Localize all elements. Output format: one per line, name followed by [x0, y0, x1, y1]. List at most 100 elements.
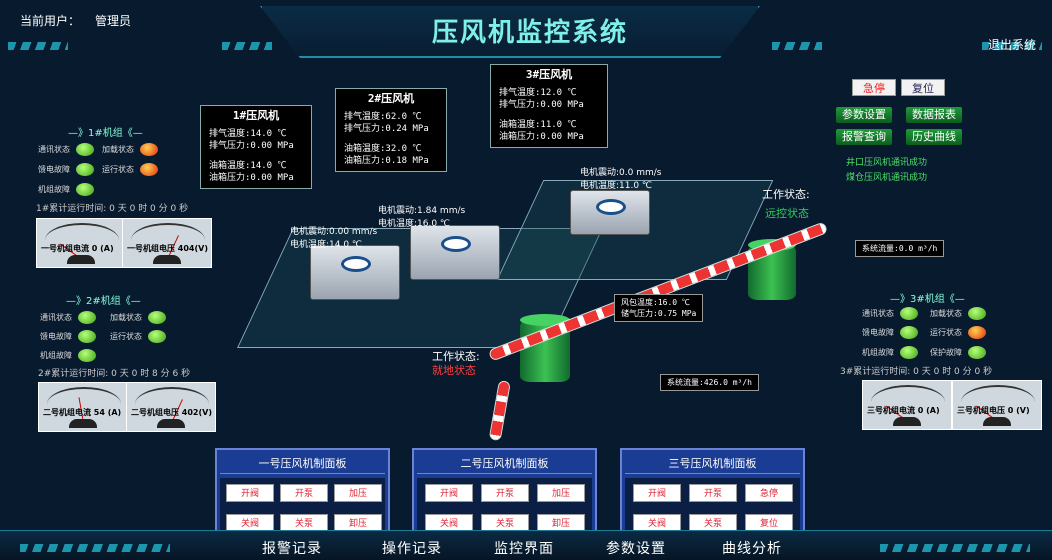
led-comm: 通讯状态: [862, 307, 918, 320]
led-feed-fault: 馈电故障: [862, 326, 918, 339]
header-stripe-right2: [982, 42, 1042, 50]
voltage-meter-1: 一号机组电压 404(V): [122, 218, 212, 268]
led-label: 加载状态: [110, 313, 142, 322]
reset-button[interactable]: 复位: [901, 79, 945, 96]
status-led: [76, 163, 94, 176]
info-line: 排气压力:0.24 MPa: [344, 124, 429, 134]
led-label: 机组故障: [38, 185, 70, 194]
led-run: 运行状态: [102, 163, 158, 176]
start-pump-button[interactable]: 开泵: [280, 484, 328, 502]
led-label: 机组故障: [862, 348, 894, 357]
status-led: [76, 183, 94, 196]
current-meter-1: 一号机组电流 0 (A): [36, 218, 126, 268]
current-meter-3: 三号机组电流 0 (A): [862, 380, 952, 430]
nav-stripe-right: [880, 544, 1030, 552]
meter-label: 三号机组电压 0 (V): [957, 406, 1030, 415]
nav-param-settings[interactable]: 参数设置: [606, 541, 666, 557]
control-panel-1: 一号压风机制面板 开阀 开泵 加压 关阀 关泵 卸压: [215, 448, 390, 542]
info-line: 排气压力:0.00 MPa: [209, 141, 294, 151]
start-pump-button[interactable]: 开泵: [689, 484, 737, 502]
nav-operation-records[interactable]: 操作记录: [382, 541, 442, 557]
led-label: 馈电故障: [38, 165, 70, 174]
led-label: 保护故障: [930, 348, 962, 357]
led-unit-fault: 机组故障: [862, 346, 918, 359]
status-led: [140, 163, 158, 176]
open-valve-button[interactable]: 开阀: [633, 484, 681, 502]
led-label: 通讯状态: [38, 145, 70, 154]
unit-3-title: —》3#机组《—: [890, 294, 965, 305]
control-panel-2: 二号压风机制面板 开阀 开泵 加压 关阀 关泵 卸压: [412, 448, 597, 542]
flow-readout-2: 系统流量:426.0 m³/h: [660, 374, 759, 391]
status-led: [968, 326, 986, 339]
unit-1-runtime: 1#累计运行时间: 0 天 0 时 0 分 0 秒: [36, 204, 189, 214]
work-state-value: 就地状态: [432, 364, 476, 377]
motor-line: 电机震动:1.84 mm/s: [378, 206, 466, 216]
emergency-stop-button[interactable]: 急停: [745, 484, 793, 502]
info-line: 油箱温度:11.0 ℃: [499, 120, 577, 130]
open-valve-button[interactable]: 开阀: [226, 484, 274, 502]
status-led: [900, 346, 918, 359]
meter-label: 三号机组电流 0 (A): [867, 406, 940, 415]
meter-label: 一号机组电流 0 (A): [41, 244, 114, 253]
compressor-1-info: 1#压风机 排气温度:14.0 ℃ 排气压力:0.00 MPa 油箱温度:14.…: [200, 105, 312, 189]
work-state-label: 工作状态:: [432, 350, 480, 363]
compressor-2: [410, 225, 500, 280]
unit-2-runtime: 2#累计运行时间: 0 天 0 时 8 分 6 秒: [38, 369, 191, 379]
motor-line: 电机温度:11.0 ℃: [580, 181, 653, 191]
fan-icon: [341, 256, 371, 272]
motor-line: 电机温度:14.0 ℃: [290, 240, 363, 250]
status-led: [78, 330, 96, 343]
info-title: 3#压风机: [525, 68, 573, 81]
work-state-value: 远控状态: [765, 207, 809, 220]
pressurize-button[interactable]: 加压: [334, 484, 382, 502]
motor-2-info: 电机震动:1.84 mm/s 电机温度:16.0 ℃: [378, 203, 465, 229]
status-led: [76, 143, 94, 156]
exit-button[interactable]: 退出系统: [988, 38, 1037, 52]
bottom-nav: [0, 530, 1052, 560]
voltage-meter-3: 三号机组电压 0 (V): [952, 380, 1042, 430]
led-label: 运行状态: [110, 332, 142, 341]
panel-title: 二号压风机制面板: [417, 453, 592, 474]
motor-line: 电机温度:16.0 ℃: [378, 219, 451, 229]
status-led: [78, 349, 96, 362]
unit-2-title: —》2#机组《—: [66, 296, 141, 307]
led-label: 加载状态: [102, 145, 134, 154]
comm-message-1: 井口压风机通讯成功: [846, 158, 928, 168]
param-settings-button[interactable]: 参数设置: [836, 107, 892, 123]
start-pump-button[interactable]: 开泵: [481, 484, 529, 502]
led-label: 通讯状态: [40, 313, 72, 322]
data-report-button[interactable]: 数据报表: [906, 107, 962, 123]
status-led: [140, 143, 158, 156]
nav-monitor[interactable]: 监控界面: [494, 541, 554, 557]
info-line: 油箱压力:0.00 MPa: [499, 132, 584, 142]
info-line: 油箱温度:32.0 ℃: [344, 144, 422, 154]
led-load: 加载状态: [930, 307, 986, 320]
info-line: 排气温度:62.0 ℃: [344, 112, 422, 122]
led-label: 加载状态: [930, 309, 962, 318]
panel-title: 三号压风机制面板: [625, 453, 800, 474]
info-line: 油箱温度:14.0 ℃: [209, 161, 287, 171]
open-valve-button[interactable]: 开阀: [425, 484, 473, 502]
led-label: 机组故障: [40, 351, 72, 360]
history-curve-button[interactable]: 历史曲线: [906, 129, 962, 145]
nav-stripe-left: [20, 544, 170, 552]
header-frame: [260, 6, 760, 58]
control-panel-3: 三号压风机制面板 开阀 开泵 急停 关阀 关泵 复位: [620, 448, 805, 542]
pressurize-button[interactable]: 加压: [537, 484, 585, 502]
nav-alarm-records[interactable]: 报警记录: [262, 541, 322, 557]
nav-curve-analysis[interactable]: 曲线分析: [722, 541, 782, 557]
led-label: 运行状态: [930, 328, 962, 337]
info-line: 排气温度:14.0 ℃: [209, 129, 287, 139]
fan-icon: [441, 236, 471, 252]
alarm-query-button[interactable]: 报警查询: [836, 129, 892, 145]
info-line: 排气压力:0.00 MPa: [499, 100, 584, 110]
led-load: 加载状态: [102, 143, 158, 156]
meter-label: 二号机组电流 54 (A): [43, 408, 122, 417]
close-valve-button[interactable]: 关阀: [425, 514, 473, 532]
led-protect-fault: 保护故障: [930, 346, 986, 359]
emergency-stop-button[interactable]: 急停: [852, 79, 896, 96]
info-line: 油箱压力:0.18 MPa: [344, 156, 429, 166]
led-load: 加载状态: [110, 311, 166, 324]
